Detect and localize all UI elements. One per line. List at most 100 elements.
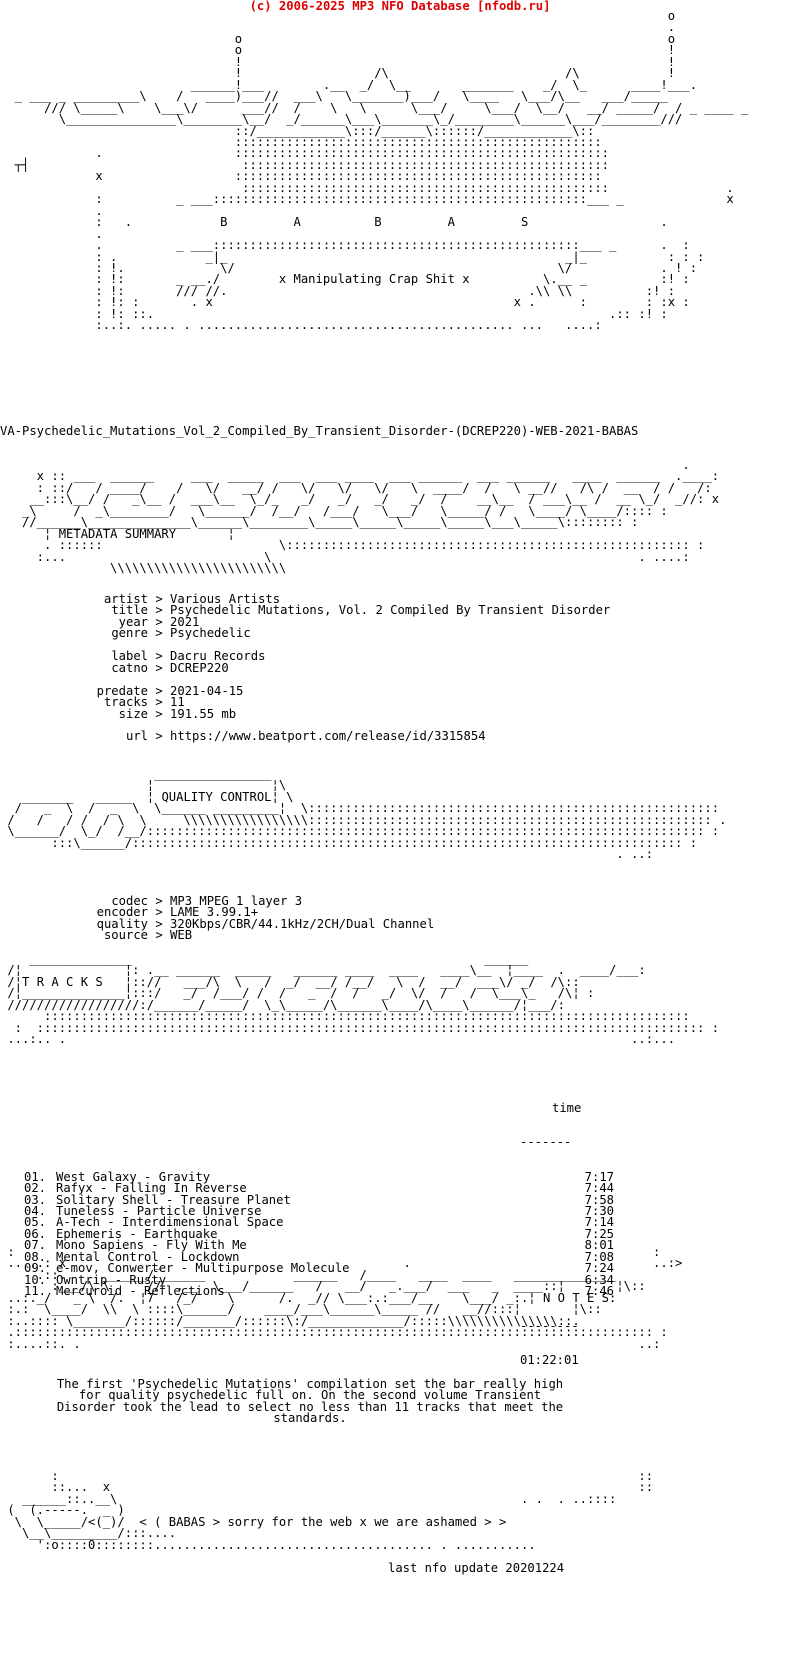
track-time: 7:24 xyxy=(584,1261,614,1276)
track-row: 06. Ephemeris - Earthquake 7:25 xyxy=(0,1226,614,1241)
track-title: Tuneless - Particle Universe xyxy=(56,1203,262,1218)
meta-label: label > Dacru Records xyxy=(0,649,610,664)
babas-logo-art: o . o o xyxy=(14,9,749,333)
track-number: 11. xyxy=(24,1284,47,1299)
field-key: url xyxy=(125,729,148,744)
field-value: LAME 3.99.1+ xyxy=(170,905,259,920)
quality-control-banner: ________________ ¦ ¦\ _______ _____ ¦ QU… xyxy=(0,767,727,862)
tracks-banner: ______________ ______ /¦ ¦: .__ ______ _… xyxy=(0,952,720,1047)
field-value: 11 xyxy=(170,695,185,710)
track-number: 06. xyxy=(24,1226,47,1241)
track-time: 7:30 xyxy=(584,1203,614,1218)
spacer xyxy=(0,640,610,651)
track-title: Ephemeris - Earthquake xyxy=(56,1226,218,1241)
qc-codec: codec > MP3 MPEG 1 layer 3 xyxy=(0,894,434,908)
track-title: Solitary Shell - Treasure Planet xyxy=(56,1192,291,1207)
total-time: 01:22:01 xyxy=(520,1352,579,1367)
track-row: 05. A-Tech - Interdimensional Space 7:14 xyxy=(0,1215,614,1230)
track-number: 04. xyxy=(24,1203,47,1218)
meta-url: url > https://www.beatport.com/release/i… xyxy=(0,729,610,744)
art-qc-label: QUALITY CONTROL xyxy=(161,789,272,804)
field-value: Psychedelic xyxy=(170,626,251,641)
metadata-summary-banner: . x :: ___ ______ ___ _____ ___ ___ ____… xyxy=(0,458,720,576)
field-key: genre xyxy=(111,626,148,641)
meta-tracks: tracks > 11 xyxy=(0,695,610,710)
field-value: MP3 MPEG 1 layer 3 xyxy=(170,894,303,908)
track-number: 05. xyxy=(24,1215,47,1230)
field-key: artist xyxy=(103,592,148,606)
tracklist: time ------- 01. West Galaxy - Gravity 7:1… xyxy=(0,1080,614,1378)
field-value: 191.55 mb xyxy=(170,706,237,721)
track-number: 08. xyxy=(24,1249,47,1264)
field-key: label xyxy=(111,649,148,664)
footer-art: : :: ::... x :: ______::..__\ xyxy=(7,1469,654,1552)
track-time: 7:17 xyxy=(584,1169,614,1184)
field-key: predate xyxy=(96,683,148,698)
track-row: 08. Mental Control - Lockdown 7:08 xyxy=(0,1249,614,1264)
site-header: (c) 2006-2025 MP3 NFO Database [nfodb.ru… xyxy=(249,0,551,13)
field-value: 2021-04-15 xyxy=(170,683,244,698)
meta-artist: artist > Various Artists xyxy=(0,592,610,606)
spacer xyxy=(0,674,610,685)
track-title: e-mov, Conwerter - Multipurpose Molecule xyxy=(56,1261,350,1276)
art-meta-label: METADATA SUMMARY xyxy=(58,526,177,541)
track-time: 7:25 xyxy=(584,1226,614,1241)
notes-banner: : : .....: x _ . ..:> .::. __ xyxy=(0,1245,683,1351)
track-title: A-Tech - Interdimensional Space xyxy=(56,1215,284,1230)
field-key: encoder xyxy=(96,905,148,920)
field-value: Psychedelic Mutations, Vol. 2 Compiled B… xyxy=(170,603,611,618)
field-key: size xyxy=(118,706,148,721)
track-time: 7:58 xyxy=(584,1192,614,1207)
track-row: 09. e-mov, Conwerter - Multipurpose Molec… xyxy=(0,1261,614,1276)
meta-title: title > Psychedelic Mutations, Vol. 2 Co… xyxy=(0,603,611,618)
time-header: time xyxy=(552,1100,582,1115)
total-rule: -------- xyxy=(520,1318,579,1333)
field-value: 2021 xyxy=(170,614,200,629)
field-key: quality xyxy=(96,916,148,931)
field-value[interactable]: https://www.beatport.com/release/id/3315… xyxy=(170,729,486,744)
art-notes-label: N O T E S xyxy=(542,1290,610,1305)
field-key: year xyxy=(118,614,148,629)
field-key: tracks xyxy=(103,695,148,710)
track-title: Rafyx - Falling In Reverse xyxy=(56,1181,247,1196)
track-title: Owntrip - Rusty xyxy=(56,1272,167,1287)
track-row: 01. West Galaxy - Gravity 7:17 xyxy=(0,1169,614,1184)
meta-year: year > 2021 xyxy=(0,614,610,629)
track-number: 09. xyxy=(24,1261,47,1276)
notes-text: The first 'Psychedelic Mutations' compil… xyxy=(56,1377,564,1426)
time-header-rule: ------- xyxy=(520,1135,572,1150)
field-value: WEB xyxy=(170,928,193,943)
track-time: 7:46 xyxy=(584,1284,614,1299)
field-key: source xyxy=(103,928,148,943)
qc-encoder: encoder > LAME 3.99.1+ xyxy=(0,905,434,920)
qc-source: source > WEB xyxy=(0,928,434,943)
track-row: 11. Mercuroid - Reflections 7:46 xyxy=(0,1284,614,1299)
track-time: 7:08 xyxy=(584,1249,614,1264)
field-value: Various Artists xyxy=(170,592,281,606)
track-time: 7:14 xyxy=(584,1215,614,1230)
track-number: 02. xyxy=(24,1181,47,1196)
meta-genre: genre > Psychedelic xyxy=(0,626,610,641)
track-number: 03. xyxy=(24,1192,47,1207)
qc-quality: quality > 320Kbps/CBR/44.1kHz/2CH/Dual C… xyxy=(0,916,435,931)
track-row: 03. Solitary Shell - Treasure Planet 7:58 xyxy=(0,1192,614,1207)
track-time: 6:34 xyxy=(584,1272,614,1287)
meta-catno: catno > DCREP220 xyxy=(0,661,610,674)
track-time: 7:44 xyxy=(584,1181,614,1196)
release-name: VA-Psychedelic_Mutations_Vol_2_Compiled_… xyxy=(0,424,639,438)
track-title: West Galaxy - Gravity xyxy=(56,1169,211,1184)
track-number: 01. xyxy=(24,1169,47,1184)
field-value: 320Kbps/CBR/44.1kHz/2CH/Dual Channel xyxy=(170,916,435,931)
track-time: 8:01 xyxy=(584,1238,614,1253)
track-title: Mercuroid - Reflections xyxy=(56,1284,225,1299)
last-update: last nfo update 20201224 xyxy=(388,1561,565,1575)
track-row: 04. Tuneless - Particle Universe 7:30 xyxy=(0,1203,614,1218)
field-value: Dacru Records xyxy=(170,649,266,664)
field-key: codec xyxy=(111,894,148,908)
track-title: Mental Control - Lockdown xyxy=(56,1249,240,1264)
track-row: 02. Rafyx - Falling In Reverse 7:44 xyxy=(0,1181,614,1196)
